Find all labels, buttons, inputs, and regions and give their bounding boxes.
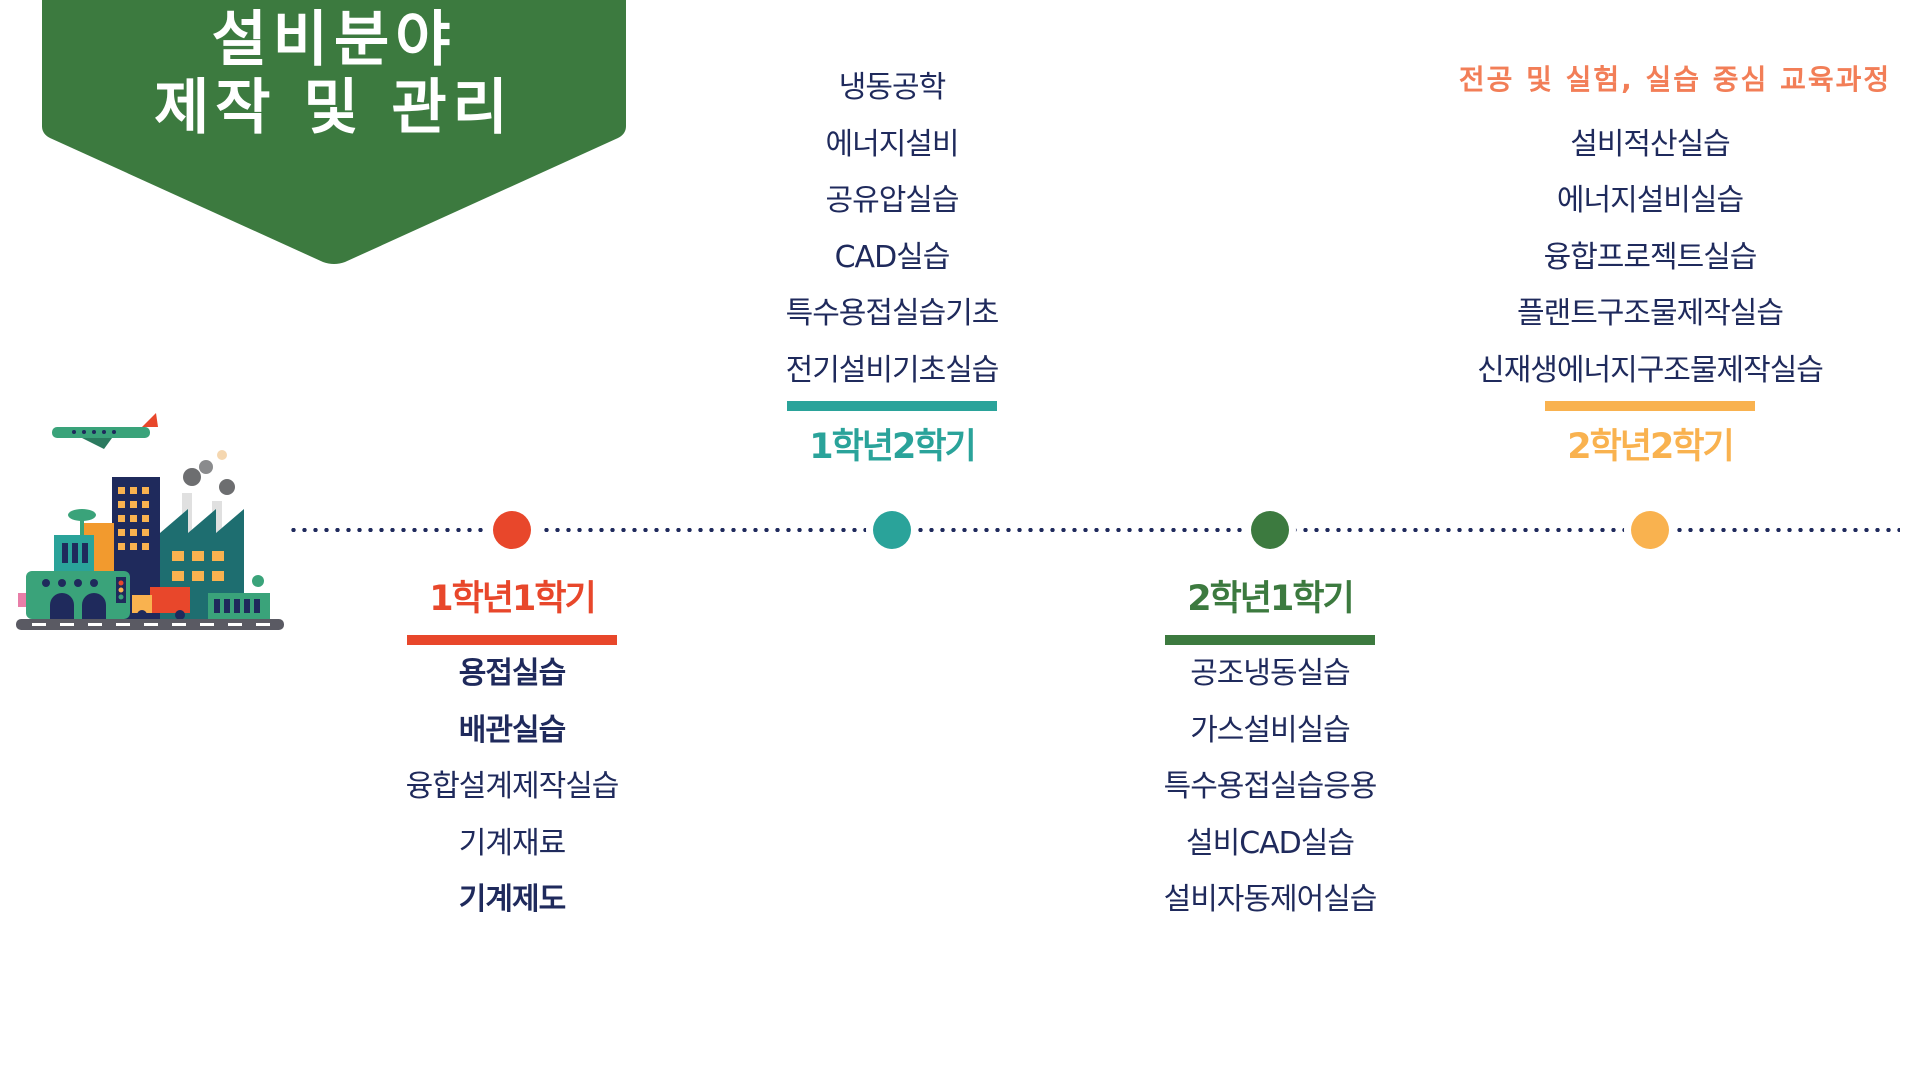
course-item: 융합설계제작실습 — [405, 769, 620, 804]
course-item: 용접실습 — [458, 656, 566, 691]
timeline-node-1-2 — [873, 511, 911, 549]
semester-label-1-2: 1학년2학기 — [809, 427, 977, 467]
timeline-node-2-1 — [1251, 511, 1289, 549]
timeline-dotted-line — [288, 528, 1900, 532]
course-list-1-1: 용접실습 배관실습 융합설계제작실습 기계재료 기계제도 — [302, 646, 722, 929]
timeline — [288, 520, 1900, 540]
course-item: 설비자동제어실습 — [1163, 882, 1378, 917]
course-item: 배관실습 — [458, 712, 566, 748]
course-item: 기계재료 — [458, 825, 566, 861]
course-item: 공조냉동실습 — [1190, 656, 1351, 691]
course-item: CAD실습 — [834, 239, 951, 275]
semester-underline-2-2 — [1545, 401, 1755, 411]
course-list-1-2: 냉동공학 에너지설비 공유압실습 CAD실습 특수용접실습기초 전기설비기초실습 — [682, 60, 1102, 399]
course-item: 융합프로젝트실습 — [1543, 239, 1758, 275]
course-list-2-2: 설비적산실습 에너지설비실습 융합프로젝트실습 플랜트구조물제작실습 신재생에너… — [1440, 117, 1860, 400]
course-item: 특수용접실습응용 — [1163, 769, 1378, 804]
timeline-node-1-1 — [493, 511, 531, 549]
course-item: 에너지설비 — [825, 126, 960, 162]
banner-title-line1: 설비분야 — [211, 5, 457, 75]
timeline-node-2-2 — [1631, 511, 1669, 549]
course-item: 에너지설비실습 — [1556, 183, 1744, 218]
semester-underline-1-1 — [407, 635, 617, 645]
course-item: 설비CAD실습 — [1186, 825, 1355, 861]
semester-underline-1-2 — [787, 401, 997, 411]
course-item: 설비적산실습 — [1570, 126, 1731, 162]
semester-label-2-1: 2학년1학기 — [1187, 579, 1355, 619]
curriculum-note: 전공 및 실험, 실습 중심 교육과정 — [1458, 63, 1892, 96]
semester-label-2-2: 2학년2학기 — [1567, 427, 1735, 467]
course-item: 특수용접실습기초 — [785, 296, 1000, 331]
factory-city-icon — [12, 405, 292, 630]
course-item: 신재생에너지구조물제작실습 — [1477, 352, 1824, 388]
banner-title-line2: 제작 및 관리 — [154, 73, 514, 143]
semester-label-1-1: 1학년1학기 — [429, 579, 597, 619]
course-item: 가스설비실습 — [1190, 712, 1351, 748]
course-item: 플랜트구조물제작실습 — [1517, 296, 1784, 331]
course-item: 기계제도 — [458, 882, 566, 917]
course-item: 냉동공학 — [838, 70, 946, 105]
airplane-icon — [52, 413, 158, 449]
course-item: 전기설비기초실습 — [785, 352, 1000, 388]
semester-underline-2-1 — [1165, 635, 1375, 645]
banner-shape — [42, 0, 626, 264]
course-item: 공유압실습 — [825, 183, 960, 218]
course-list-2-1: 공조냉동실습 가스설비실습 특수용접실습응용 설비CAD실습 설비자동제어실습 — [1060, 646, 1480, 929]
